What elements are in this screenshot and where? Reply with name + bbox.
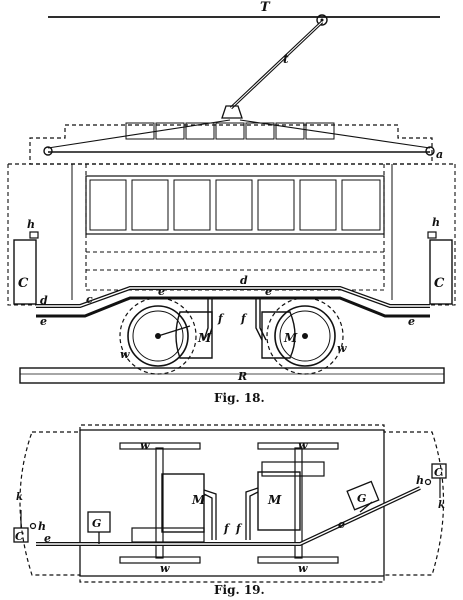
label-wire-c: c [86,293,93,306]
wheel-right [266,297,344,375]
label-wire-e-mid2: e [265,285,272,298]
label-handle-right-plan: h [416,474,424,487]
controller-right-plan [431,463,447,479]
motor-right [261,311,296,359]
label-wheel-bot-left: w [160,562,170,575]
label-wheel-top-left: w [140,439,150,452]
label-trolley-pole: t [283,52,289,66]
label-handle-left-plan: h [38,520,46,533]
fig18-diagram: T t a [7,0,456,405]
car-body-windows [85,175,385,235]
label-wheel-bot-right: w [298,562,308,575]
fig19-caption: Fig. 19. [214,583,265,597]
wheel-left [119,297,197,375]
handle-right [427,231,437,239]
label-motor-right-plan: M [267,493,282,507]
label-box-g-right: G [357,492,366,505]
cable-e [36,296,430,318]
motor-right-plan [257,471,301,531]
rail [19,367,445,384]
handle-right-plan [424,478,432,486]
label-controller-right: C [434,276,445,291]
wheel-plates [119,442,339,564]
motor-right-suspension [261,461,325,477]
cable-e-plan-inner [36,487,421,545]
label-k-left: k [16,492,23,503]
label-e-right-plan: e [338,518,345,531]
label-k-right: k [438,500,445,511]
label-wire-f2: f [240,312,248,325]
handle-left-plan [29,522,37,530]
box-g-right [346,480,380,511]
handle-left [29,231,39,239]
trolley-wheel-hub [320,18,324,22]
car-body-outline [85,164,385,291]
controller-left [13,239,37,305]
trolley-base [221,105,243,119]
label-e-left-plan: e [44,532,51,545]
label-wheel-right: w [337,342,347,355]
roof-pulley-left [43,146,53,156]
label-wire-d-left: d [40,294,48,307]
label-trolley-wire: T [260,0,271,15]
motor-left-suspension [131,527,205,543]
g-right-lead [359,501,373,513]
axles [155,447,303,559]
motor-left-plan [161,473,205,533]
cable-d-inner [36,287,430,307]
label-motor-left-plan: M [191,493,206,507]
label-f1-plan: f [223,522,231,535]
label-pole-pivot: a [436,148,443,161]
motor-left [175,311,213,359]
label-wire-f1: f [217,312,225,325]
trolley-pole-inner [230,21,323,109]
label-motor-right: M [283,331,298,345]
platform-right-outline [384,164,456,306]
label-rail: R [237,370,247,383]
fig19-diagram: w w w w M M f f G G e e [13,424,447,597]
label-wheel-top-right: w [298,439,308,452]
fig19-f-wires [203,487,259,540]
label-motor-left: M [197,331,212,345]
roof-outline [29,124,433,165]
fig18-caption: Fig. 18. [214,391,265,405]
label-wire-e-mid1: e [158,285,165,298]
label-handle-left: h [27,218,35,231]
truck-frame [79,429,385,577]
label-wire-e-right: e [408,315,415,328]
trolley-wheel [316,14,328,26]
label-controller-right-plan: C [434,466,443,479]
label-controller-left-plan: C [15,530,24,543]
label-wheel-left: w [120,348,130,361]
label-wire-e-left: e [40,315,47,328]
roof-wire-to-base-left [47,119,231,149]
label-wire-d-mid: d [240,274,248,287]
fig18-f-wires [203,298,267,341]
label-box-g-left: G [92,517,101,530]
roof-pulley-right [425,146,435,156]
label-handle-right: h [432,216,440,229]
label-f2-plan: f [235,522,243,535]
controller-right [429,239,453,305]
roof-wire-to-base-right [239,119,431,149]
fig19-outline [19,424,445,583]
label-controller-left: C [18,276,29,291]
